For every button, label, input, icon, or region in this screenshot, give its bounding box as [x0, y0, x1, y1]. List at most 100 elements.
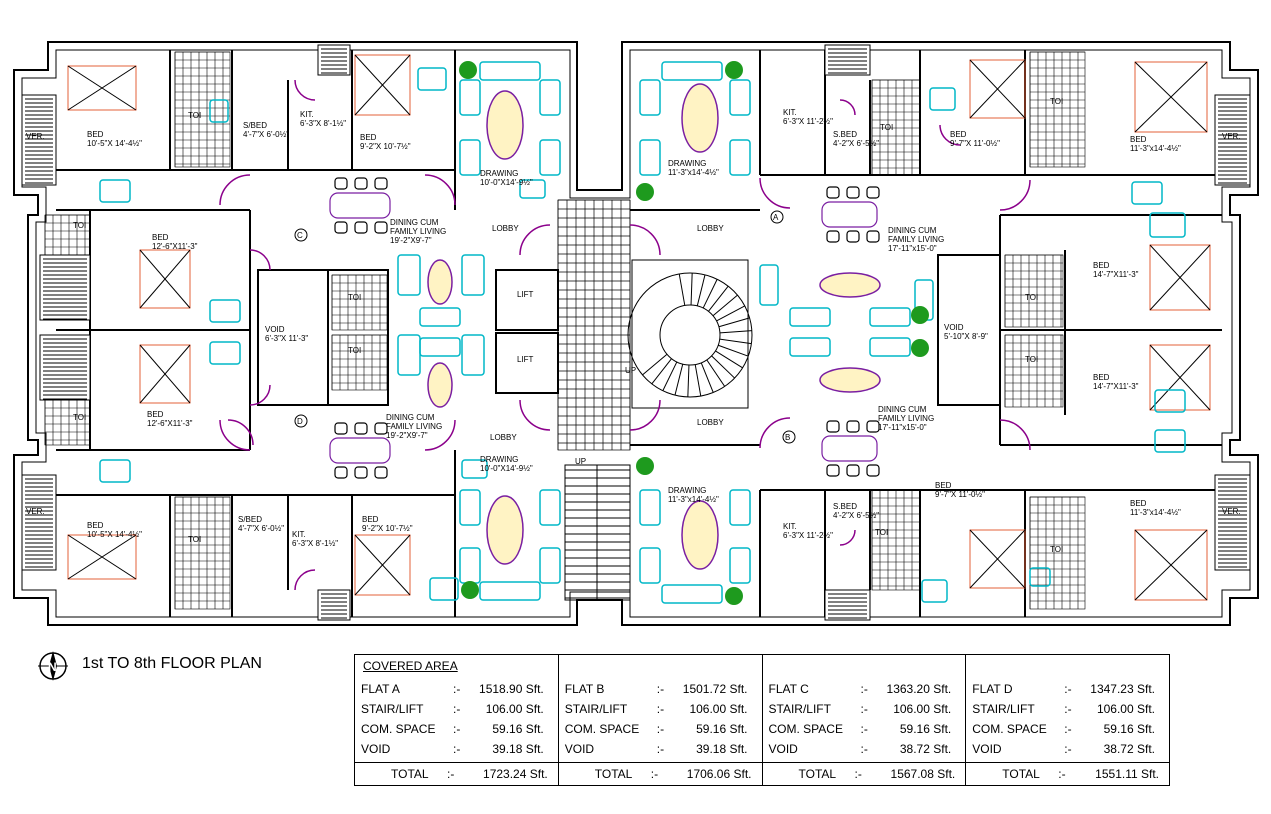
room-dim-bed_b_small: 9'-7"X 11'-0½" [935, 490, 985, 499]
stair-grid [557, 199, 631, 451]
tag-toi: TOI [875, 528, 888, 537]
room-name-sbed_d: S/BED [238, 515, 262, 524]
room-name-drawing_c: DRAWING [480, 169, 518, 178]
dining-tables [329, 177, 880, 479]
room-dim-bed_a_small: 9'-7"X 11'-0½" [950, 139, 1000, 148]
area-total: TOTAL:-1567.08 Sft. [762, 762, 966, 785]
area-row: VOID:-39.18 Sft. [361, 742, 544, 756]
room-dim-kit_a: 6'-3"X 11'-2½" [783, 117, 833, 126]
room-name-sbed_b: S.BED [833, 502, 857, 511]
area-row: COM. SPACE:-59.16 Sft. [361, 722, 544, 736]
tag-toi: TOI [73, 221, 86, 230]
room-name-bed_d_bot: BED [87, 521, 104, 530]
room-dim-bed_b_bot: 11'-3"x14'-4½" [1130, 508, 1181, 517]
room-name-bed_d_mid: BED [147, 410, 164, 419]
room-dim-bed_b_mid: 14'-7"X11'-3" [1093, 382, 1139, 391]
tag-toi: TOI [1025, 355, 1038, 364]
furniture [99, 61, 1186, 604]
tag-up: UP [575, 457, 586, 466]
room-name-dining_b: DINING CUM [878, 405, 927, 414]
tag-lobby: LOBBY [697, 224, 724, 233]
room-dim-kit_b: 6'-3"X 11'-2½" [783, 531, 833, 540]
area-total: TOTAL:-1551.11 Sft. [966, 762, 1169, 785]
room-dim-dining_a: 17'-11"x15'-0" [888, 244, 937, 253]
area-row: VOID:-38.72 Sft. [768, 742, 952, 756]
spiral-stair [627, 259, 753, 409]
room-name-kit_b: KIT. [783, 522, 797, 531]
room-name-kit_c: KIT. [300, 110, 314, 119]
area-row: VOID:-38.72 Sft. [972, 742, 1155, 756]
room-dim-kit_d: 6'-3"X 8'-1½" [292, 539, 338, 548]
svg-text:N: N [48, 660, 57, 674]
room-name-void_left: VOID [265, 325, 285, 334]
room-dim-drawing_a: 11'-3"x14'-4½" [668, 168, 719, 177]
tag-toi: TOI [1050, 97, 1063, 106]
room-name-dining_c: DINING CUM [390, 218, 439, 227]
area-row: FLAT C:-1363.20 Sft. [768, 682, 952, 696]
area-block-1: FLAT B:-1501.72 Sft.STAIR/LIFT:-106.00 S… [557, 654, 763, 786]
room-dim-dining_b: 17'-11"x15'-0" [878, 423, 927, 432]
room-dim-sbed_a: 4'-2"X 6'-5½" [833, 139, 879, 148]
room-dim-sbed_b: 4'-2"X 6'-5½" [833, 511, 879, 520]
room-dim-bed_d_mid: 12'-6"X11'-3" [147, 419, 193, 428]
room-name-sbed_a: S.BED [833, 130, 857, 139]
room-name2-dining_d: FAMILY LIVING [386, 422, 442, 431]
area-row: STAIR/LIFT:-106.00 Sft. [361, 702, 544, 716]
beds [67, 54, 1211, 601]
room-name-void_right: VOID [944, 323, 964, 332]
room-name-bed_b_bot: BED [1130, 499, 1147, 508]
room-dim-bed_c_top: 10'-5"X 14'-4½" [87, 139, 142, 148]
flat-marker-flat_c: C [297, 231, 303, 240]
door-swings [219, 79, 1031, 591]
room-dim-drawing_d: 10'-0"X14'-9½" [480, 464, 533, 473]
plants [459, 61, 929, 605]
room-name-dining_a: DINING CUM [888, 226, 937, 235]
area-total: TOTAL:-1723.24 Sft. [355, 762, 558, 785]
tag-lobby: LOBBY [492, 224, 519, 233]
flat-marker-flat_a: A [773, 213, 779, 222]
room-dim-dining_c: 19'-2"X9'-7" [390, 236, 432, 245]
tag-toi: TOI [880, 123, 893, 132]
room-name-sbed_c: S/BED [243, 121, 267, 130]
tag-ver: VER. [26, 132, 45, 141]
tag-up: UP [625, 366, 636, 375]
room-dim-dining_d: 19'-2"X9'-7" [386, 431, 428, 440]
tag-toi: TOI [188, 535, 201, 544]
tag-lift: LIFT [517, 355, 534, 364]
room-dim-bed_c_small: 9'-2"X 10'-7½" [360, 142, 411, 151]
room-name-bed_a_mid: BED [1093, 261, 1110, 270]
room-dim-drawing_c: 10'-0"X14'-9½" [480, 178, 533, 187]
room-name-bed_b_small: BED [935, 481, 952, 490]
floor-plan-title: 1st TO 8th FLOOR PLAN [82, 655, 262, 672]
area-block-2: FLAT C:-1363.20 Sft.STAIR/LIFT:-106.00 S… [761, 654, 967, 786]
room-name2-dining_a: FAMILY LIVING [888, 235, 944, 244]
room-dim-bed_a_mid: 14'-7"X11'-3" [1093, 270, 1139, 279]
area-row: FLAT A:-1518.90 Sft. [361, 682, 544, 696]
tag-toi: TOI [1050, 545, 1063, 554]
room-name2-dining_b: FAMILY LIVING [878, 414, 934, 423]
north-arrow-icon: N [36, 649, 70, 688]
room-name-bed_a_small: BED [950, 130, 967, 139]
flat-marker-flat_d: D [297, 417, 303, 426]
hatch-lines [25, 48, 1247, 619]
tag-ver: VER. [1222, 132, 1241, 141]
area-row: COM. SPACE:-59.16 Sft. [768, 722, 952, 736]
room-dim-bed_d_bot: 10'-5"X 14'-4½" [87, 530, 142, 539]
tag-ver: VER. [26, 507, 45, 516]
area-row: FLAT D:-1347.23 Sft. [972, 682, 1155, 696]
room-name-kit_d: KIT. [292, 530, 306, 539]
main-stair [564, 464, 631, 601]
tag-toi: TOI [348, 346, 361, 355]
room-name-bed_c_mid: BED [152, 233, 169, 242]
area-row: STAIR/LIFT:-106.00 Sft. [972, 702, 1155, 716]
area-row: COM. SPACE:-59.16 Sft. [564, 722, 748, 736]
tag-lift: LIFT [517, 290, 534, 299]
tag-ver: VER. [1222, 507, 1241, 516]
room-dim-sbed_c: 4'-7"X 6'-0½" [243, 130, 289, 139]
toilet-tiles [44, 51, 1086, 610]
room-name-bed_d_small: BED [362, 515, 379, 524]
room-name2-dining_c: FAMILY LIVING [390, 227, 446, 236]
room-name-drawing_d: DRAWING [480, 455, 518, 464]
